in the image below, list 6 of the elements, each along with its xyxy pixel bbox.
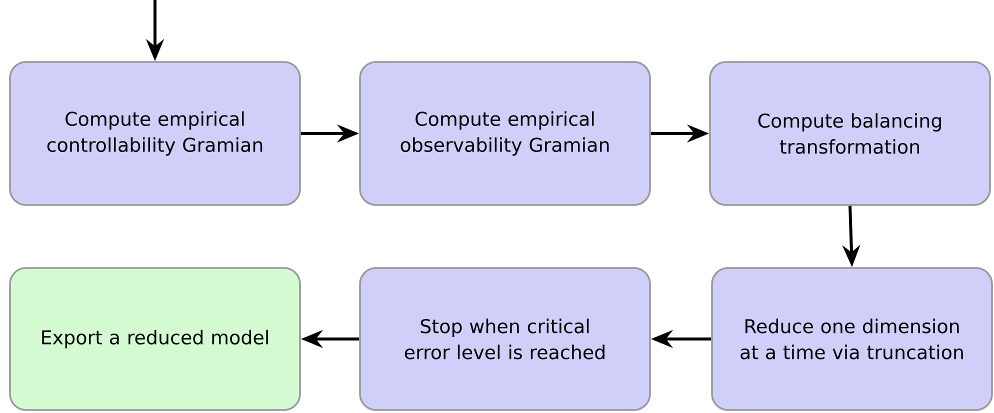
process-box: Reduce one dimension at a time via truncation xyxy=(711,267,993,411)
process-box: Export a reduced model xyxy=(9,267,301,411)
process-box: Compute empirical observability Gramian xyxy=(359,61,651,206)
process-box: Compute balancing transformation xyxy=(709,61,991,206)
process-box: Stop when critical error level is reached xyxy=(359,267,651,411)
process-box: Compute empirical controllability Gramian xyxy=(9,61,301,206)
